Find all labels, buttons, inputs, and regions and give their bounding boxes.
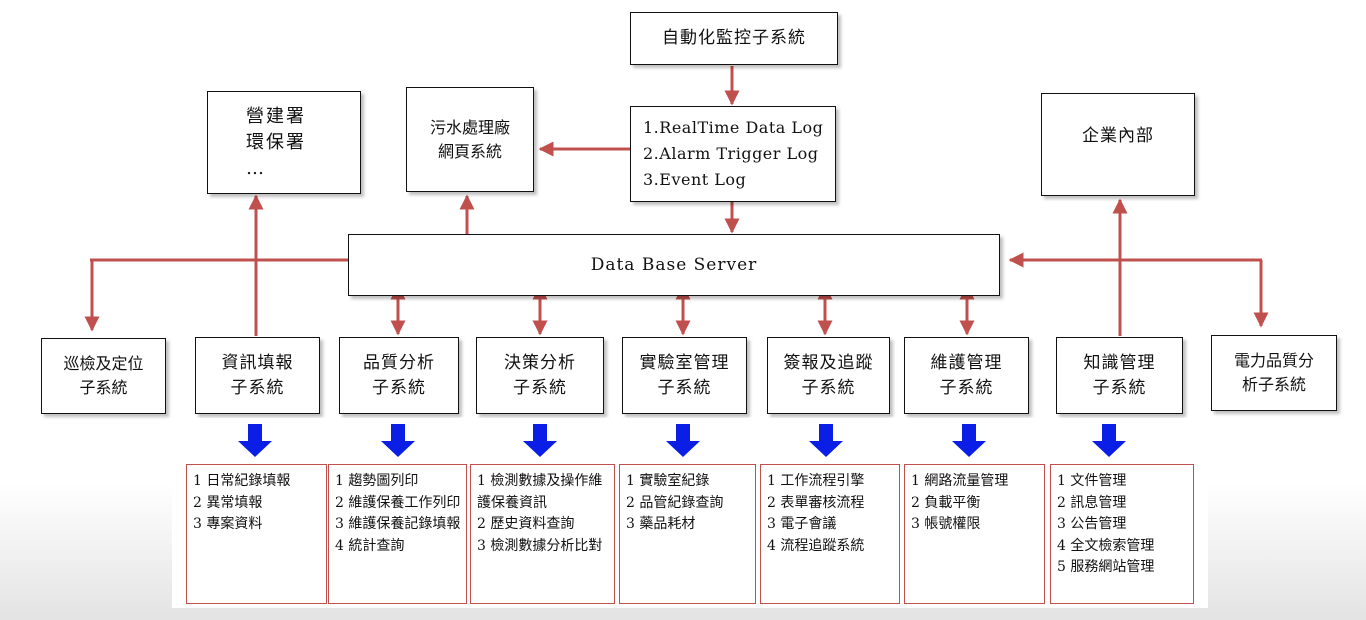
feature-item: 2 異常填報: [193, 494, 263, 511]
feature-item: 1 趨勢圖列印: [335, 473, 419, 489]
subsystem-title: 子系統: [657, 377, 712, 398]
log-item: 2.Alarm Trigger Log: [643, 144, 819, 163]
lab-management-subsystem-box: 實驗室管理 子系統: [622, 337, 747, 414]
decision-analysis-subsystem-box: 決策分析 子系統: [476, 337, 604, 414]
web-system-label: 網頁系統: [437, 141, 502, 161]
power-quality-subsystem-box: 電力品質分 析子系統: [1211, 335, 1337, 411]
down-arrow-icon: [952, 424, 986, 457]
subsystem-title: 子系統: [372, 377, 426, 398]
down-arrow-icon: [1092, 424, 1126, 457]
log-box: 1.RealTime Data Log 2.Alarm Trigger Log …: [630, 106, 836, 202]
log-item: 3.Event Log: [643, 170, 747, 189]
down-arrow-icon: [523, 424, 557, 457]
subsystem-title: 子系統: [230, 377, 285, 398]
subsystem-title: 子系統: [801, 377, 856, 398]
feature-item: 2 表單審核流程: [767, 494, 865, 511]
agency-name: 環保署: [246, 131, 306, 153]
feature-item: 1 實驗室紀錄: [626, 473, 710, 489]
maintenance-subsystem-box: 維護管理 子系統: [904, 337, 1029, 414]
feature-item: 2 維護保養工作列印: [335, 494, 461, 511]
automation-title: 自動化監控子系統: [662, 28, 806, 48]
feature-item: 3 電子會議: [767, 516, 837, 532]
down-arrow-icon: [809, 424, 843, 457]
db-server-box: Data Base Server: [348, 234, 1000, 296]
agencies-box: 營建署 環保署 …: [207, 91, 361, 194]
info-reporting-subsystem-box: 資訊填報 子系統: [195, 337, 320, 414]
subsystem-title: 子系統: [1092, 377, 1147, 398]
feature-item: 1 文件管理: [1057, 473, 1127, 489]
subsystem-title: 子系統: [513, 377, 567, 398]
subsystem-title: 維護管理: [930, 352, 1003, 373]
agency-name: 營建署: [246, 105, 306, 127]
feature-item: 3 專案資料: [193, 516, 263, 532]
agency-more: …: [246, 157, 266, 179]
feature-item: 2 負載平衡: [911, 494, 981, 511]
knowledge-subsystem-box: 知識管理 子系統: [1056, 337, 1183, 414]
feature-item: 3 維護保養記錄填報: [335, 516, 461, 532]
db-server-label: Data Base Server: [590, 254, 758, 275]
maintenance-feature-list: 1 網路流量管理 2 負載平衡 3 帳號權限: [904, 464, 1045, 604]
subsystem-title: 實驗室管理: [639, 352, 730, 373]
feature-item: 5 服務網站管理: [1057, 559, 1155, 575]
subsystem-title: 資訊填報: [221, 352, 294, 373]
feature-item: 1 檢測數據及操作維護保養資訊: [477, 473, 603, 511]
web-system-box: 污水處理廠 網頁系統: [406, 87, 534, 192]
patrol-label: 巡檢及定位: [63, 354, 144, 373]
feature-item: 4 統計查詢: [335, 537, 405, 554]
patrol-subsystem-box: 巡檢及定位 子系統: [41, 338, 166, 414]
subsystem-title: 知識管理: [1083, 352, 1156, 373]
feature-item: 1 網路流量管理: [911, 473, 1009, 489]
power-quality-label: 電力品質分: [1233, 351, 1314, 370]
enterprise-box: 企業內部: [1041, 93, 1195, 196]
patrol-label: 子系統: [79, 378, 128, 397]
subsystem-title: 品質分析: [363, 352, 435, 373]
feature-item: 2 訊息管理: [1057, 494, 1127, 511]
signoff-tracking-feature-list: 1 工作流程引擎 2 表單審核流程 3 電子會議 4 流程追蹤系統: [760, 464, 900, 604]
subsystem-title: 簽報及追蹤: [783, 352, 874, 373]
automation-subsystem-box: 自動化監控子系統: [630, 12, 838, 65]
feature-item: 4 全文檢索管理: [1057, 537, 1155, 554]
down-arrow-icon: [666, 424, 700, 457]
feature-item: 3 藥品耗材: [626, 516, 696, 532]
web-system-label: 污水處理廠: [429, 117, 510, 137]
down-arrow-icon: [381, 424, 415, 457]
log-item: 1.RealTime Data Log: [643, 118, 824, 137]
enterprise-label: 企業內部: [1082, 126, 1154, 146]
feature-item: 4 流程追蹤系統: [767, 537, 865, 554]
signoff-tracking-subsystem-box: 簽報及追蹤 子系統: [767, 337, 890, 414]
down-arrow-icon: [238, 424, 272, 457]
lab-management-feature-list: 1 實驗室紀錄 2 品管紀錄查詢 3 藥品耗材: [619, 464, 756, 604]
feature-item: 3 檢測數據分析比對: [477, 537, 603, 554]
decision-analysis-feature-list: 1 檢測數據及操作維護保養資訊 2 歷史資料查詢 3 檢測數據分析比對: [470, 464, 615, 604]
power-quality-label: 析子系統: [1241, 375, 1306, 394]
info-reporting-feature-list: 1 日常紀錄填報 2 異常填報 3 專案資料: [186, 464, 327, 604]
feature-item: 2 品管紀錄查詢: [626, 494, 724, 511]
feature-item: 3 帳號權限: [911, 516, 981, 532]
feature-item: 1 日常紀錄填報: [193, 473, 291, 489]
quality-analysis-feature-list: 1 趨勢圖列印 2 維護保養工作列印 3 維護保養記錄填報 4 統計查詢: [328, 464, 467, 604]
feature-item: 1 工作流程引擎: [767, 473, 865, 489]
subsystem-title: 子系統: [939, 377, 994, 398]
knowledge-feature-list: 1 文件管理 2 訊息管理 3 公告管理 4 全文檢索管理 5 服務網站管理: [1050, 464, 1194, 604]
feature-item: 3 公告管理: [1057, 516, 1127, 532]
feature-item: 2 歷史資料查詢: [477, 516, 575, 532]
quality-analysis-subsystem-box: 品質分析 子系統: [339, 337, 459, 414]
subsystem-title: 決策分析: [504, 352, 576, 373]
